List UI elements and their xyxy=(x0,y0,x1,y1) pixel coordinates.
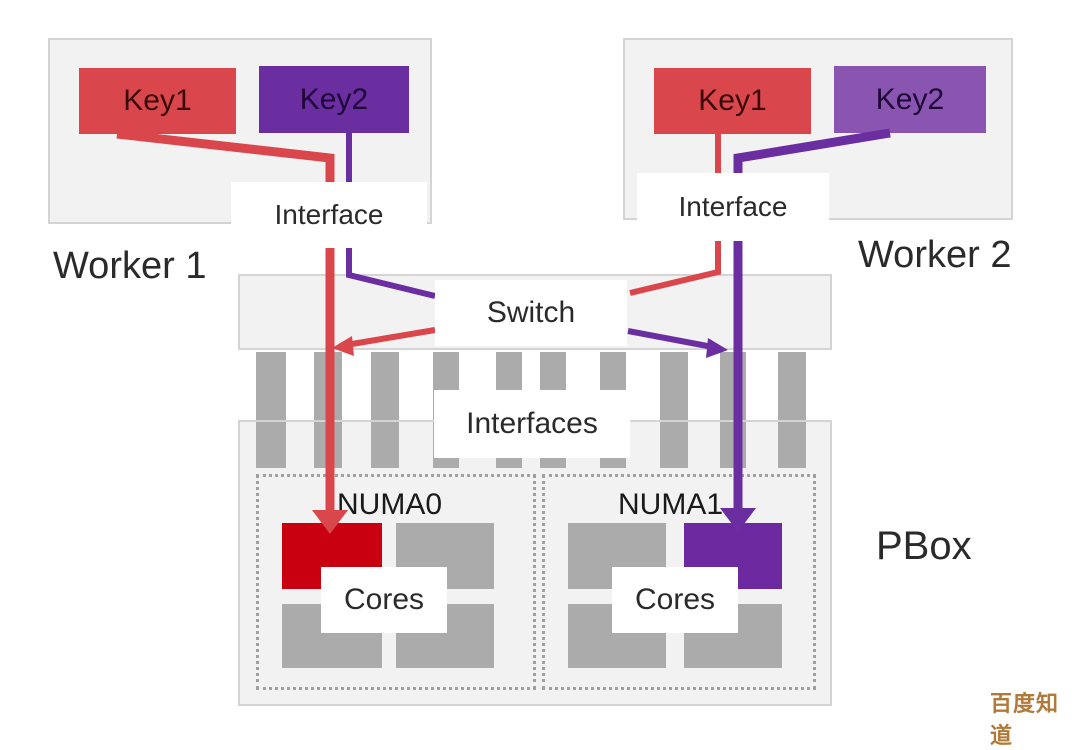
watermark: 百度知道 xyxy=(990,691,1060,748)
worker1-key2: Key2 xyxy=(259,66,409,133)
arrowhead-switch-red xyxy=(332,336,354,356)
flow-arrows xyxy=(116,128,891,534)
worker2-name: Worker 2 xyxy=(858,234,1012,276)
flow-w1-key1 xyxy=(116,129,335,510)
numa1-title: NUMA1 xyxy=(618,488,724,521)
numa1-region xyxy=(542,474,816,690)
flow-w1-key2 xyxy=(346,133,436,299)
interface-port xyxy=(778,422,806,468)
interface-port xyxy=(660,422,688,468)
arrowhead-w2-key2 xyxy=(720,508,756,532)
worker2-key1: Key1 xyxy=(654,68,811,134)
worker1-interface-label: Interface xyxy=(231,182,427,248)
numa0-cores-label: Cores xyxy=(321,567,447,633)
worker1-key1: Key1 xyxy=(79,68,236,134)
pbox-name: PBox xyxy=(876,524,972,568)
flow-w2-key2 xyxy=(733,128,891,510)
worker2-interface-label: Interface xyxy=(637,173,829,241)
numa0-title: NUMA0 xyxy=(337,488,443,521)
interfaces-label: Interfaces xyxy=(434,390,630,458)
switch-label: Switch xyxy=(435,280,627,346)
worker1-name: Worker 1 xyxy=(53,245,207,287)
numa0-region xyxy=(256,474,536,690)
flow-w2-key1-out xyxy=(339,327,436,349)
interface-port xyxy=(371,422,399,468)
flow-w1-key2-out xyxy=(627,328,719,351)
numa1-cores-label: Cores xyxy=(612,567,738,633)
interface-port xyxy=(256,422,286,468)
arrowhead-switch-purple xyxy=(706,338,728,358)
worker2-key2: Key2 xyxy=(834,66,986,133)
arrowhead-w1-key1 xyxy=(312,510,348,534)
